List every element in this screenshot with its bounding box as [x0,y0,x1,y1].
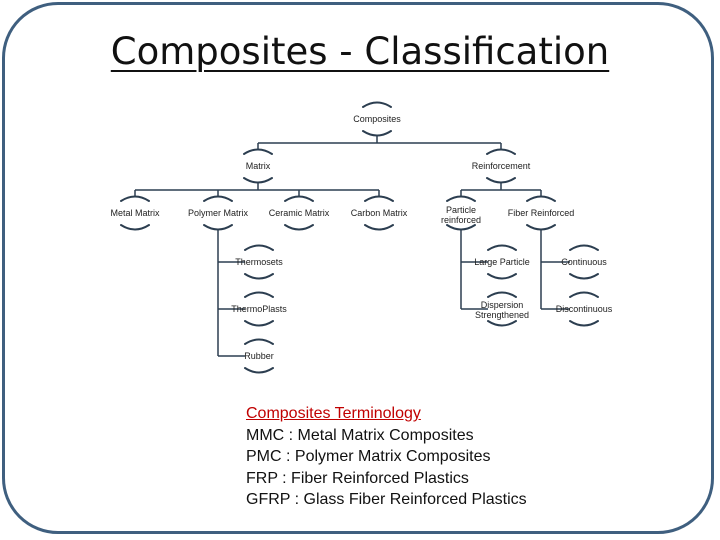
node-metal-matrix: Metal Matrix [110,208,160,218]
node-thermoplasts: ThermoPlasts [231,304,287,314]
terminology-line-pmc: PMC : Polymer Matrix Composites [246,448,491,465]
node-polymer-matrix: Polymer Matrix [187,208,248,218]
slide-title: Composites - Classification [110,30,610,73]
node-dispersion-strengthened: Dispersion Strengthened [474,300,530,320]
slide-frame [2,2,714,534]
node-ceramic-matrix: Ceramic Matrix [268,208,330,218]
node-rubber: Rubber [244,351,274,361]
node-thermosets: Thermosets [235,257,283,267]
node-carbon-matrix: Carbon Matrix [350,208,408,218]
node-fiber-reinforced: Fiber Reinforced [507,208,575,218]
node-matrix: Matrix [245,161,271,171]
terminology-line-gfrp: GFRP : Glass Fiber Reinforced Plastics [246,491,527,508]
node-discontinuous: Discontinuous [555,304,613,314]
node-reinforcement: Reinforcement [471,161,531,171]
node-composites: Composites [353,114,401,124]
terminology-line-frp: FRP : Fiber Reinforced Plastics [246,469,469,487]
node-particle-reinforced: Particle reinforced [440,205,482,225]
terminology-heading: Composites Terminology [246,405,421,422]
terminology-block: Composites Terminology MMC : Metal Matri… [246,403,527,511]
terminology-line-mmc: MMC : Metal Matrix Composites [246,426,474,444]
node-continuous: Continuous [561,257,607,267]
node-large-particle: Large Particle [474,257,530,267]
